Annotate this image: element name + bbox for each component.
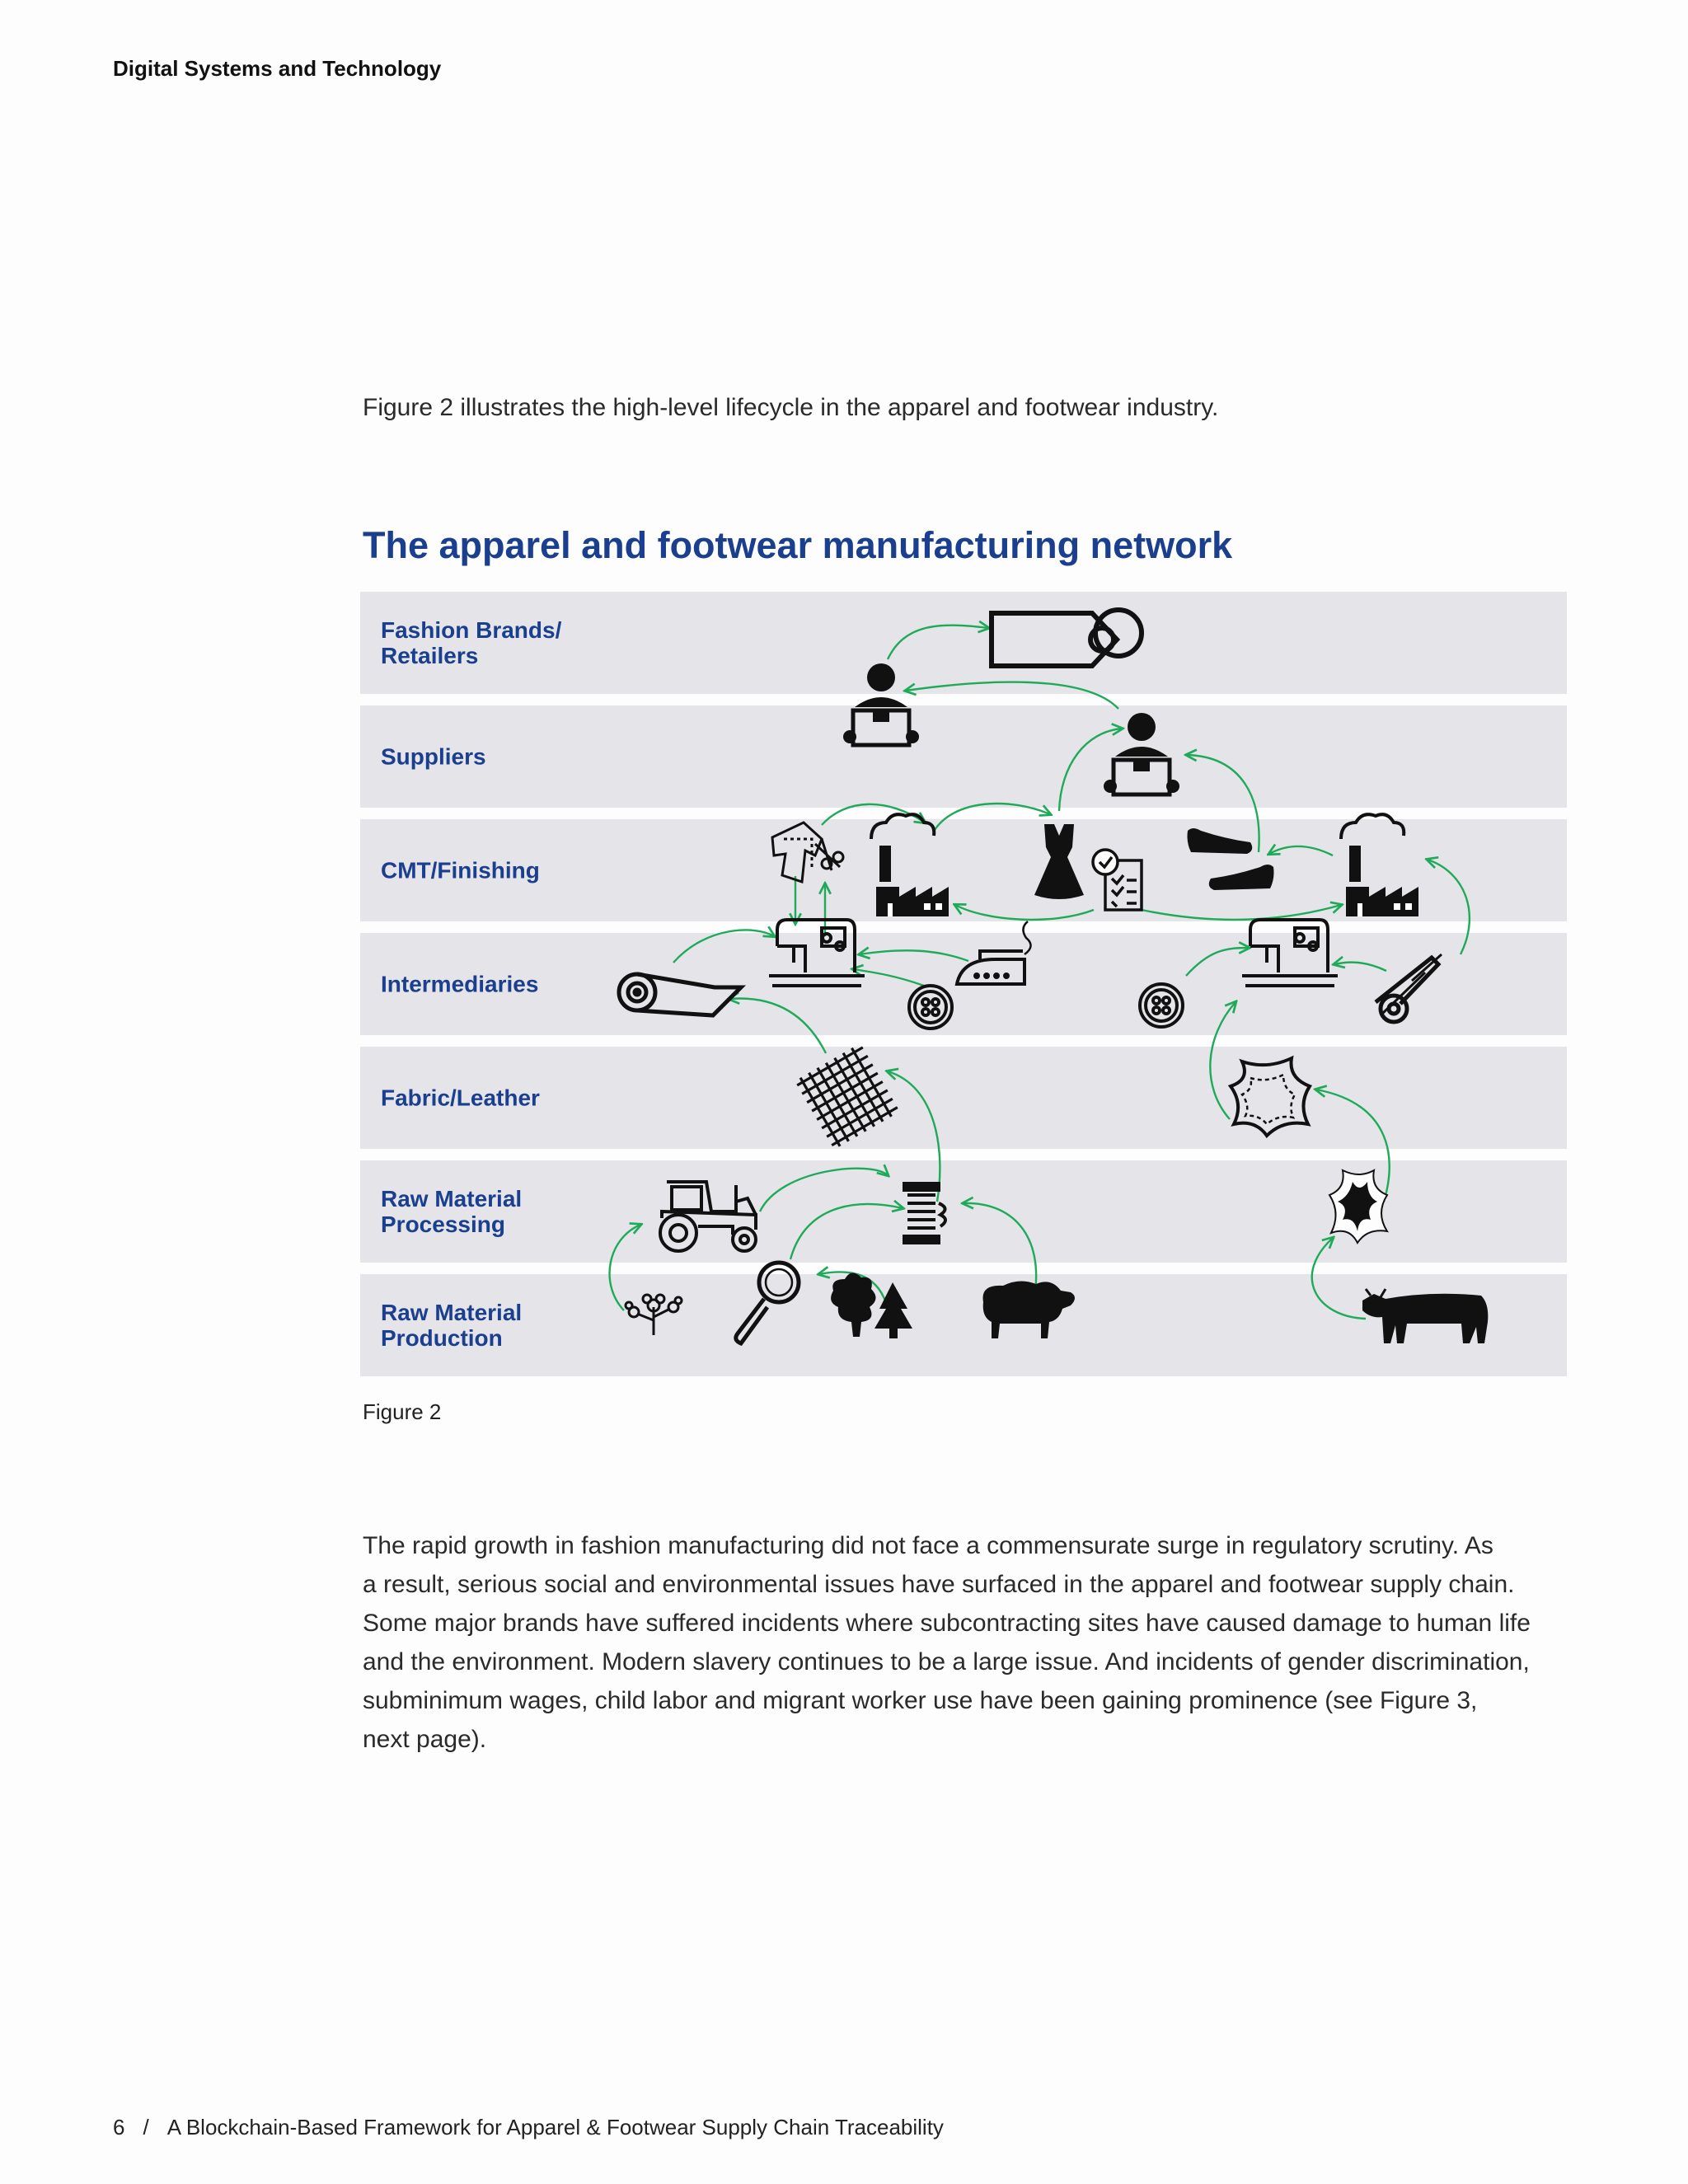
arrow-tools-to-factory-right	[1428, 860, 1471, 955]
body-line: Some major brands have suffered incident…	[363, 1610, 1531, 1637]
arrow-checklist-to-factory-right	[1141, 905, 1341, 921]
tier-label: Intermediaries	[381, 972, 595, 997]
body-line: a result, serious social and environment…	[363, 1571, 1515, 1598]
button-icon	[1138, 982, 1184, 1029]
dress-icon	[1034, 824, 1084, 899]
footer-separator: /	[143, 2115, 149, 2139]
arrow-checklist-to-factory	[955, 905, 1095, 921]
iron-icon	[954, 921, 1032, 986]
tier-label-line: Suppliers	[381, 743, 486, 770]
raw-hide-icon	[1328, 1169, 1390, 1244]
body-line: subminimum wages, child labor and migran…	[363, 1687, 1478, 1714]
arrow-factory-right-to-shoes	[1269, 846, 1334, 857]
checklist-icon	[1091, 848, 1143, 912]
page-number: 6	[113, 2115, 125, 2139]
leather-hide-icon	[1227, 1055, 1312, 1139]
arrow-dress-to-supplier2	[1057, 729, 1122, 812]
tier-label: Fabric/Leather	[381, 1085, 595, 1111]
body-line: The rapid growth in fashion manufacturin…	[363, 1532, 1493, 1559]
arrow-factory-to-dress	[931, 802, 1050, 833]
arrow-sheep-to-spool	[964, 1203, 1038, 1298]
tier-label: Raw Material Processing	[381, 1186, 595, 1237]
cotton-plant-icon	[624, 1293, 683, 1335]
arrow-button-to-sewing	[853, 969, 925, 987]
tier-band-intermediaries: Intermediaries	[360, 933, 1567, 1035]
footer-doc-title: A Blockchain-Based Framework for Apparel…	[166, 2115, 944, 2139]
running-header: Digital Systems and Technology	[113, 56, 442, 81]
supplier-person-icon	[1104, 713, 1179, 797]
network-diagram	[608, 607, 1489, 1347]
tier-label-line: Fashion Brands/	[381, 617, 562, 643]
body-line: and the environment. Modern slavery cont…	[363, 1648, 1530, 1675]
body-paragraph: The rapid growth in fashion manufacturin…	[363, 1526, 1599, 1759]
intro-paragraph: Figure 2 illustrates the high-level life…	[363, 394, 1219, 421]
button-icon	[907, 984, 954, 1030]
tier-label-line: CMT/Finishing	[381, 857, 540, 883]
tier-label: Suppliers	[381, 744, 595, 770]
arrow-supplier-to-tag	[886, 626, 988, 660]
tier-band-raw-material-production: Raw Material Production	[360, 1274, 1567, 1376]
fabric-roll-icon	[617, 972, 747, 1018]
arrow-button2-to-sewing2	[1185, 948, 1249, 977]
trees-icon	[831, 1272, 912, 1338]
arrow-hide-to-leather	[1316, 1090, 1390, 1202]
tier-label-line: Production	[381, 1325, 503, 1351]
arrow-tractor-to-spool	[758, 1169, 888, 1212]
arrow-cotton-to-tractor	[608, 1225, 640, 1311]
magnifier-icon	[734, 1260, 801, 1347]
tier-band-fashion-brands: Fashion Brands/ Retailers	[360, 592, 1567, 694]
thread-spool-icon	[903, 1182, 947, 1244]
arrow-iron-to-sewing	[860, 950, 969, 963]
tier-label-line: Raw Material	[381, 1300, 523, 1325]
arrow-magnifier-to-spool	[789, 1204, 903, 1260]
tractor-icon	[659, 1180, 757, 1253]
arrow-bull-to-hide	[1311, 1238, 1367, 1320]
tier-band-suppliers: Suppliers	[360, 705, 1567, 808]
arrow-shoes-to-supplier2	[1187, 755, 1260, 853]
arrow-tools-to-sewing2	[1334, 963, 1387, 972]
tier-label-line: Processing	[381, 1212, 505, 1237]
body-line: next page).	[363, 1726, 487, 1753]
figure-title: The apparel and footwear manufacturing n…	[363, 524, 1233, 566]
tier-label-line: Intermediaries	[381, 971, 539, 997]
arrow-mesh-to-roll	[729, 999, 828, 1054]
tier-label: CMT/Finishing	[381, 858, 595, 883]
price-tag-icon	[989, 607, 1144, 668]
sewing-machine-icon	[1242, 918, 1338, 987]
arrow-roll-to-sewing	[673, 930, 774, 963]
bull-icon	[1362, 1288, 1489, 1343]
sheep-icon	[982, 1281, 1075, 1338]
page-footer: 6 / A Blockchain-Based Framework for Appar…	[113, 2115, 944, 2140]
figure-caption: Figure 2	[363, 1399, 442, 1424]
arrow-leather-to-sewing2	[1209, 1002, 1236, 1120]
tools-icon	[1374, 953, 1442, 1024]
tier-label-line: Fabric/Leather	[381, 1085, 540, 1111]
factory-icon	[870, 813, 949, 916]
tier-label-line: Raw Material	[381, 1186, 523, 1212]
tier-label: Raw Material Production	[381, 1300, 595, 1351]
flow-arrows	[608, 626, 1471, 1320]
factory-icon	[1339, 813, 1418, 916]
tier-label: Fashion Brands/ Retailers	[381, 617, 595, 668]
sewing-machine-icon	[769, 918, 865, 987]
pattern-scissors-icon	[771, 821, 845, 884]
shoes-icon	[1187, 828, 1274, 890]
mesh-fabric-icon	[796, 1046, 898, 1147]
tier-band-fabric-leather: Fabric/Leather	[360, 1047, 1567, 1149]
supplier-person-icon	[843, 663, 919, 748]
arrow-supplier2-to-supplier1	[906, 681, 1119, 710]
tier-label-line: Retailers	[381, 643, 479, 668]
manufacturing-network-figure: Fashion Brands/ Retailers Suppliers CMT/…	[360, 592, 1567, 1380]
